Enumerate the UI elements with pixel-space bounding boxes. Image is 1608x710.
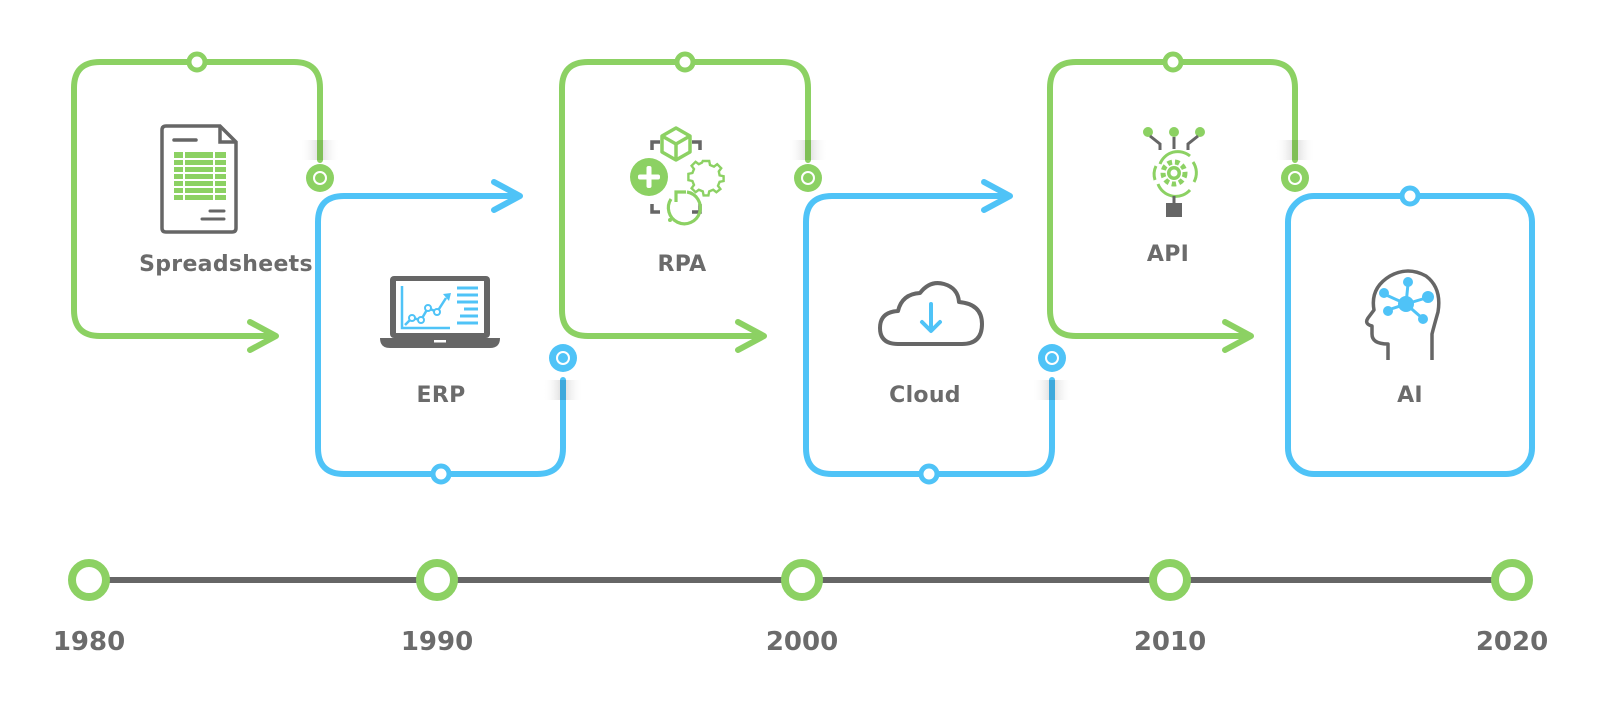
- timeline-node-1980: [68, 559, 110, 601]
- api-gear-icon: [1143, 127, 1205, 217]
- cloud-download-icon: [878, 281, 984, 346]
- joint-node: [794, 164, 822, 192]
- stage-box-cloud: [803, 179, 1072, 485]
- arrow-head: [1222, 319, 1254, 353]
- stage-box-erp: [315, 179, 583, 485]
- year-label-2000: 2000: [765, 627, 839, 657]
- year-label-1990: 1990: [400, 627, 474, 657]
- joint-node: [1038, 344, 1066, 372]
- connector-node: [186, 51, 208, 73]
- timeline-node-1990: [416, 559, 458, 601]
- joint-node: [1281, 164, 1309, 192]
- timeline-node-2010: [1149, 559, 1191, 601]
- arrow-head: [491, 179, 523, 213]
- stage-label-rpa: RPA: [657, 252, 707, 277]
- year-label-2020: 2020: [1475, 627, 1549, 657]
- automation-icon: [630, 126, 725, 226]
- connector-node: [918, 463, 940, 485]
- connector-node: [1399, 185, 1421, 207]
- brain-head-icon: [1364, 269, 1441, 360]
- arrow-head: [735, 319, 767, 353]
- connector-path: [559, 59, 811, 339]
- stage-label-spreadsheets: Spreadsheets: [139, 252, 313, 277]
- timeline-node-2000: [781, 559, 823, 601]
- stage-label-api: API: [1146, 242, 1190, 267]
- connector-node: [1162, 51, 1184, 73]
- year-label-2010: 2010: [1133, 627, 1207, 657]
- timeline: [68, 559, 1533, 601]
- joint-node: [549, 344, 577, 372]
- connector-node: [430, 463, 452, 485]
- connector-path: [1285, 193, 1535, 477]
- stage-label-ai: AI: [1397, 383, 1423, 408]
- laptop-chart-icon: [380, 276, 500, 348]
- connector-path: [71, 59, 323, 339]
- joint-node: [306, 164, 334, 192]
- stage-box-api: [1047, 51, 1315, 353]
- arrow-head: [981, 179, 1013, 213]
- stage-box-rpa: [559, 51, 828, 353]
- stage-label-erp: ERP: [416, 383, 466, 408]
- connector-path: [1047, 59, 1298, 339]
- stage-label-cloud: Cloud: [889, 383, 961, 408]
- arrow-head: [247, 319, 279, 353]
- spreadsheet-icon: [160, 124, 238, 234]
- stage-box-ai: [1285, 185, 1535, 477]
- stage-box-spreadsheets: [71, 51, 340, 353]
- connector-path: [803, 193, 1055, 477]
- connector-path: [315, 193, 566, 477]
- connector-node: [674, 51, 696, 73]
- year-label-1980: 1980: [52, 627, 126, 657]
- timeline-node-2020: [1491, 559, 1533, 601]
